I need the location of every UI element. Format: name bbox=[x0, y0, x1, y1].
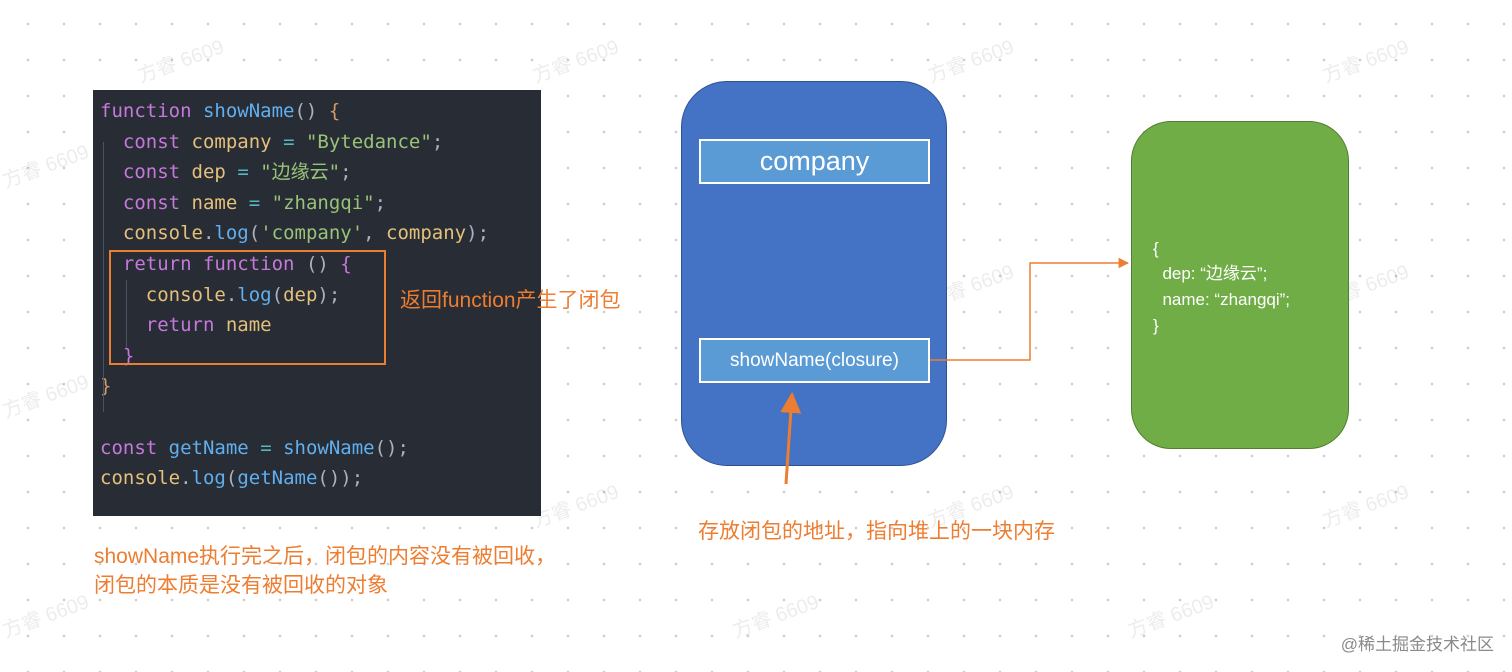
code-token: return bbox=[145, 314, 215, 337]
code-line: const name = "zhangqi"; bbox=[100, 188, 386, 218]
code-token: ( bbox=[271, 283, 284, 306]
code-token: dep bbox=[191, 161, 226, 184]
code-line: console.log(getName()); bbox=[100, 463, 363, 493]
heap-line-dep: dep: “边缘云”; bbox=[1153, 264, 1268, 283]
code-token: console bbox=[122, 222, 203, 245]
summary-line-1: showName执行完之后，闭包的内容没有被回收， bbox=[94, 545, 557, 568]
code-line: } bbox=[100, 341, 134, 371]
code-token: company bbox=[191, 130, 272, 153]
code-token: function bbox=[100, 100, 192, 122]
code-token: ; bbox=[374, 191, 387, 214]
code-token: const bbox=[122, 130, 181, 153]
code-line: const company = "Bytedance"; bbox=[100, 127, 443, 157]
code-token: , bbox=[363, 222, 387, 245]
code-token: showName bbox=[283, 436, 375, 459]
heap-line-open: { bbox=[1153, 239, 1159, 258]
code-line: function showName() { bbox=[100, 96, 340, 126]
code-token: . bbox=[202, 222, 215, 245]
code-token: showName bbox=[202, 100, 295, 122]
code-token: company bbox=[386, 222, 467, 245]
code-token: ( bbox=[225, 467, 238, 490]
code-token: function bbox=[202, 253, 295, 275]
code-token: () bbox=[294, 253, 341, 275]
code-token: . bbox=[180, 467, 192, 490]
indent-guide-inner bbox=[126, 280, 127, 348]
code-token: ; bbox=[340, 161, 352, 184]
code-token: (); bbox=[374, 436, 409, 459]
code-token: dep bbox=[283, 283, 318, 306]
code-token: log bbox=[214, 222, 249, 245]
code-token: . bbox=[225, 283, 238, 306]
code-token: = bbox=[283, 130, 295, 153]
code-token: const bbox=[100, 436, 158, 459]
code-line: const dep = "边缘云"; bbox=[100, 157, 352, 187]
code-token: 'company' bbox=[260, 222, 364, 245]
code-token: ); bbox=[466, 222, 490, 245]
company-variable-label: company bbox=[759, 146, 870, 176]
summary-line-2: 闭包的本质是没有被回收的对象 bbox=[94, 574, 388, 597]
code-line: return name bbox=[100, 310, 272, 340]
code-token: = bbox=[248, 191, 261, 214]
code-line: console.log('company', company); bbox=[100, 218, 489, 248]
pointer-arrow bbox=[930, 257, 1130, 361]
code-line: return function () { bbox=[100, 249, 352, 279]
code-token: log bbox=[237, 283, 272, 306]
code-token: ( bbox=[248, 222, 261, 245]
address-arrow bbox=[780, 391, 802, 485]
code-line: console.log(dep); bbox=[100, 280, 341, 310]
closure-variable-label: showName(closure) bbox=[730, 349, 899, 371]
code-token: getName bbox=[237, 467, 318, 490]
closure-highlight-box bbox=[109, 250, 386, 365]
heap-object-box bbox=[1131, 121, 1349, 449]
address-note: 存放闭包的地址，指向堆上的一块内存 bbox=[698, 520, 1055, 543]
code-line: const getName = showName(); bbox=[100, 433, 409, 463]
code-token: "zhangqi" bbox=[271, 191, 375, 214]
code-line: } bbox=[100, 371, 111, 401]
code-token: } bbox=[122, 344, 135, 367]
code-token: ()); bbox=[317, 467, 364, 490]
code-token: const bbox=[122, 191, 181, 214]
code-token: getName bbox=[168, 436, 249, 459]
code-token: log bbox=[191, 467, 226, 490]
code-token: { bbox=[328, 100, 341, 122]
code-token: ); bbox=[317, 283, 341, 306]
code-panel: function showName() { const company = "B… bbox=[93, 90, 541, 516]
company-variable-box: company bbox=[699, 139, 930, 184]
footer-credit: @稀土掘金技术社区 bbox=[1340, 635, 1494, 654]
heap-line-name: name: “zhangqi”; bbox=[1153, 290, 1291, 309]
code-token: console bbox=[100, 467, 181, 490]
indent-guide bbox=[103, 142, 104, 412]
code-token: () bbox=[294, 100, 329, 122]
code-token: console bbox=[145, 283, 226, 306]
code-token: name bbox=[225, 314, 272, 337]
code-token: = bbox=[237, 161, 249, 184]
code-token: "Bytedance" bbox=[305, 130, 432, 153]
code-token: { bbox=[340, 253, 352, 275]
code-token: = bbox=[260, 436, 272, 459]
code-token: ; bbox=[431, 130, 444, 153]
code-token: return bbox=[122, 253, 192, 275]
code-token: } bbox=[100, 375, 112, 398]
closure-note: 返回function产生了闭包 bbox=[400, 289, 621, 312]
code-token: name bbox=[191, 191, 238, 214]
code-token: const bbox=[122, 161, 181, 184]
closure-variable-box: showName(closure) bbox=[699, 338, 930, 383]
heap-line-close: } bbox=[1153, 316, 1159, 335]
code-token: "边缘云" bbox=[260, 161, 341, 184]
